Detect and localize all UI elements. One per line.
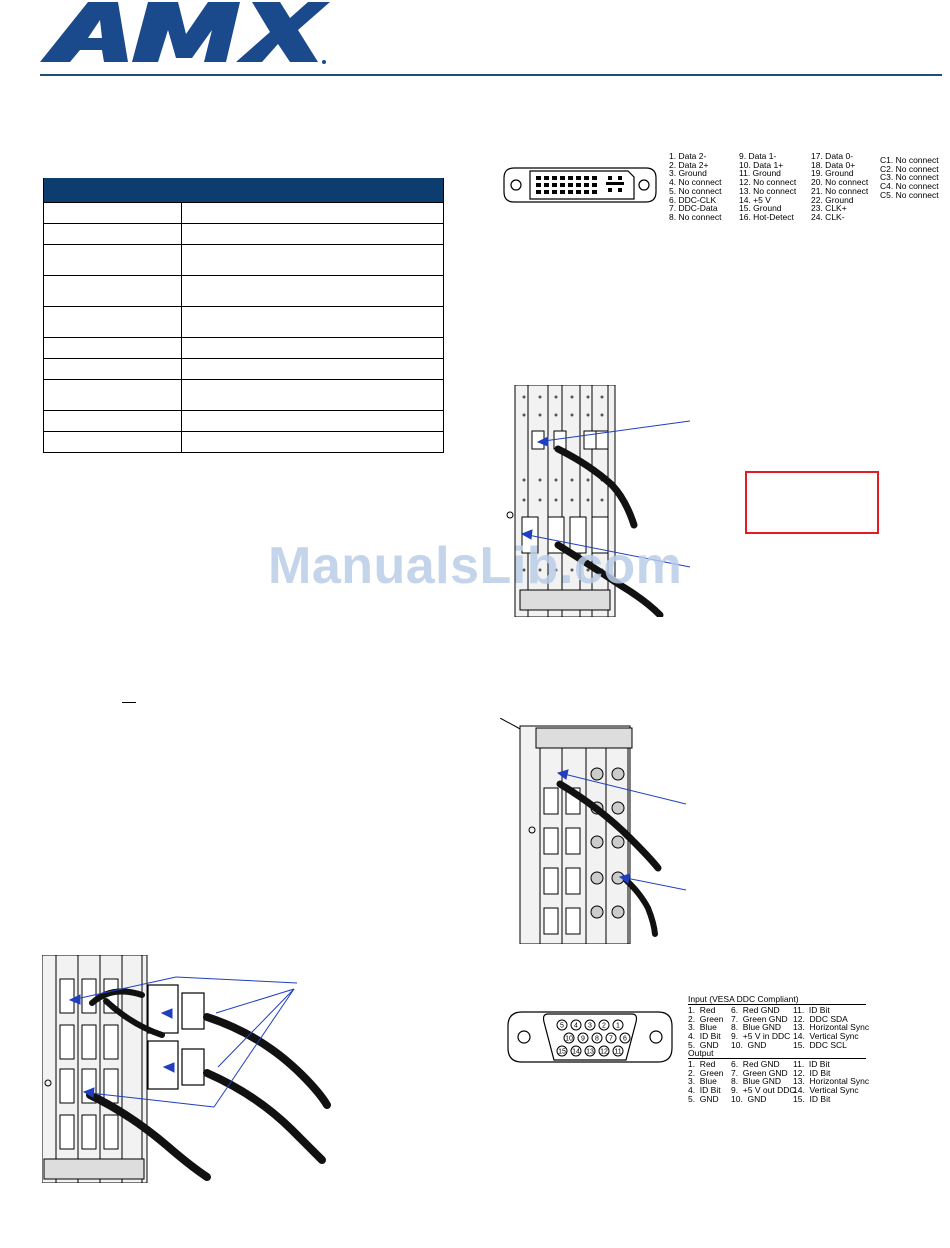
vga-connector-diagram: 5 4 3 2 1 10 9 8 7 6 15 14 13 12 11 — [507, 1011, 673, 1063]
dvi-pinout-col1: 1. Data 2- 2. Data 2+ 3. Ground 4. No co… — [669, 151, 722, 222]
vga-pin-label: 11 — [614, 1049, 621, 1056]
table-cell — [43, 306, 182, 338]
vga-pin-label: 5 — [560, 1023, 564, 1030]
vga-pin-label: 7 — [609, 1036, 613, 1043]
table-cell — [181, 431, 444, 453]
table-cell — [181, 358, 444, 380]
adapter-rack-illustration — [42, 955, 331, 1183]
table-cell — [181, 410, 444, 432]
vga-pin-label: 13 — [586, 1049, 594, 1056]
vga-pin-label: 14 — [572, 1049, 580, 1056]
vga-pin-label: 10 — [565, 1036, 573, 1043]
table-cell — [181, 275, 444, 307]
vga-pin-label: 6 — [623, 1036, 627, 1043]
table-cell — [43, 202, 182, 224]
vga-pin-label: 9 — [581, 1036, 585, 1043]
vga-pin-label: 15 — [558, 1049, 566, 1056]
table-cell — [181, 202, 444, 224]
vga-output-col2: 6. Red GND 7. Green GND 8. Blue GND 9. +… — [731, 1059, 796, 1104]
note-highlight-box — [745, 471, 879, 534]
vga-pin-label: 8 — [595, 1036, 599, 1043]
watermark: ManualsLib.com — [268, 537, 683, 595]
spec-table-header — [43, 178, 444, 203]
table-cell — [181, 337, 444, 359]
vga-pin-label: 4 — [574, 1023, 578, 1030]
spec-table — [43, 178, 444, 453]
table-cell — [181, 379, 444, 411]
table-cell — [181, 306, 444, 338]
vga-pin-label: 2 — [602, 1023, 606, 1030]
vga-output-col1: 1. Red 2. Green 3. Blue 4. ID Bit 5. GND — [688, 1059, 724, 1104]
dvi-pinout-col3: 17. Data 0- 18. Data 0+ 19. Ground 20. N… — [811, 151, 869, 222]
vga-input-rule — [688, 1004, 866, 1005]
dvi-pinout-col2: 9. Data 1- 10. Data 1+ 11. Ground 12. No… — [739, 151, 797, 222]
vga-board-rack-illustration — [500, 718, 687, 944]
table-cell — [181, 223, 444, 245]
vga-input-col1: 1. Red 2. Green 3. Blue 4. ID Bit 5. GND — [688, 1005, 724, 1050]
table-cell — [43, 379, 182, 411]
table-cell — [43, 223, 182, 245]
vga-output-rule — [688, 1058, 866, 1059]
vga-input-title: Input (VESA DDC Compliant) — [688, 994, 799, 1004]
dvi-board-rack-illustration — [506, 385, 691, 617]
dvi-pinout-col4: C1. No connect C2. No connect C3. No con… — [880, 155, 939, 200]
vga-input-col3: 11. ID Bit 12. DDC SDA 13. Horizontal Sy… — [793, 1005, 870, 1050]
table-cell — [181, 244, 444, 276]
vga-pin-label: 1 — [616, 1023, 620, 1030]
table-cell — [43, 337, 182, 359]
table-cell — [43, 358, 182, 380]
vga-pin-label: 12 — [600, 1049, 608, 1056]
vga-output-col3: 11. ID Bit 12. ID Bit 13. Horizontal Syn… — [793, 1059, 870, 1104]
vga-output-title: Output — [688, 1048, 714, 1058]
table-cell — [43, 431, 182, 453]
vga-pin-label: 3 — [588, 1023, 592, 1030]
table-cell — [43, 275, 182, 307]
table-cell — [43, 410, 182, 432]
amx-logo — [40, 2, 330, 64]
dvi-connector-diagram — [503, 167, 657, 203]
table-cell — [43, 244, 182, 276]
overline-mark — [122, 702, 136, 703]
vga-input-col2: 6. Red GND 7. Green GND 8. Blue GND 9. +… — [731, 1005, 791, 1050]
header-rule — [40, 74, 942, 76]
